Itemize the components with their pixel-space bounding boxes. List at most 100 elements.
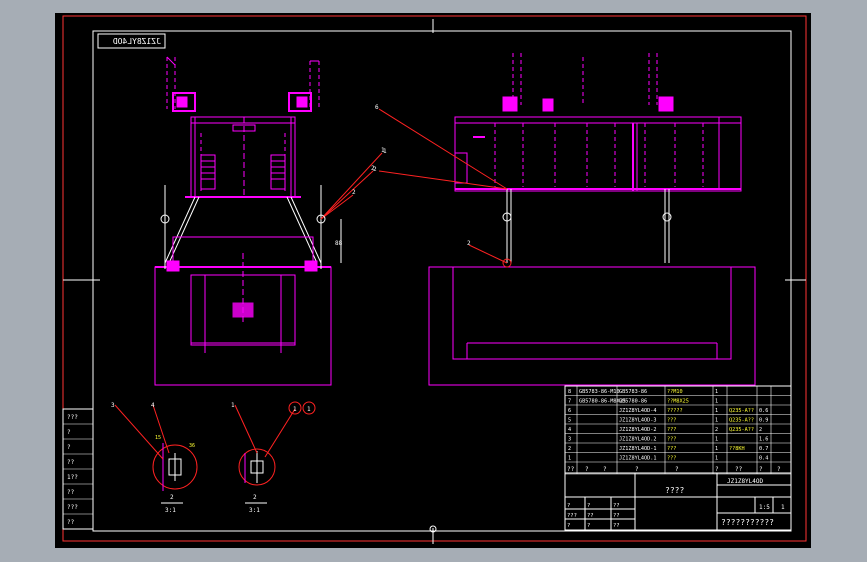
callout-front-2: 2 [371, 165, 375, 172]
detail-right-callout-1: 1 [231, 402, 235, 409]
detail-left-label: 2 [170, 494, 174, 501]
callout-side-2b: 2 [467, 240, 471, 247]
drawing-canvas[interactable]: JZ1Z8YL4OD [55, 13, 811, 548]
title-drawing-code: JZ1Z8YL4OD [727, 478, 764, 485]
detail-right-scale: 3:1 [249, 507, 260, 514]
bom-cell: 3 [568, 437, 571, 443]
detail-left-scale: 3:1 [165, 507, 176, 514]
front-view: 88 [154, 56, 343, 386]
detail-left-dim-15: 15 [155, 435, 161, 441]
detail-right-callout-1b: 1 [293, 406, 297, 413]
bom-cell: 5 [568, 418, 571, 424]
bom-cell: 6 [568, 408, 571, 414]
bom-cell: 1 [715, 408, 718, 414]
detail-left-callout-4: 4 [151, 402, 155, 409]
detail-right: 1 1 1 2 3:1 [231, 401, 316, 514]
bom-cell: JZ1Z8YL4OD-2 [619, 427, 656, 433]
side-view-callouts: 6 1 2 2 [373, 104, 672, 268]
bom-header-cell: ? [603, 466, 607, 473]
left-column-cell: ? [67, 444, 71, 451]
title-block: ???? JZ1Z8YL4OD 1:5 1 ??????????? ??????… [565, 472, 791, 530]
bom-cell: JZ1Z8YL4OD-4 [619, 408, 656, 414]
bom-header-cell: ?? [567, 466, 575, 473]
bom-cell: 1 [715, 389, 718, 395]
bom-cell: JZ1Z8YL4OD-1 [619, 446, 656, 452]
bom-cell: 2 [568, 446, 571, 452]
bom-header-cell: ? [585, 466, 589, 473]
bom-cell: GB5783-86-M10 [579, 389, 620, 395]
callout-side-1: 1 [383, 148, 387, 155]
title-block-label: ? [567, 523, 570, 529]
bom-cell: Q235-A?? [729, 418, 754, 424]
left-column-cell: ??? [67, 414, 78, 421]
callout-front-1: 1 [381, 147, 385, 154]
bom-cell: Q235-A?? [729, 427, 754, 433]
left-column-cell: 1?? [67, 474, 78, 481]
title-block-label: ?? [613, 513, 620, 519]
bom-cell: JZ1Z8YL4OD.2 [619, 437, 656, 443]
bom-header-cell: ?? [735, 466, 743, 473]
left-column-cell: ?? [67, 519, 75, 526]
bom-cell: GB5783-86 [619, 389, 647, 395]
detail-right-label: 2 [253, 494, 257, 501]
bom-cell: JZ1Z8YL4OD.1 [619, 456, 656, 462]
bom-cell: 0.9 [759, 418, 768, 424]
design-name: ???? [665, 486, 684, 495]
bom-cell: 0.7 [759, 446, 768, 452]
detail-left: 3 4 15 36 2 3:1 [111, 402, 198, 514]
bom-cell: ????? [667, 408, 683, 414]
bom-cell: ??? [667, 418, 676, 424]
left-column-cell: ? [67, 429, 71, 436]
bom-cell: 0.6 [759, 408, 768, 414]
title-block-label: ?? [587, 513, 594, 519]
left-column-cell: ?? [67, 459, 75, 466]
bom-header-cell: ? [777, 466, 781, 473]
detail-right-callout-1c: 1 [307, 406, 311, 413]
detail-left-callout-3: 3 [111, 402, 115, 409]
bom-cell: 8 [568, 389, 571, 395]
callout-side-6: 6 [375, 104, 379, 111]
bom-cell: 7 [568, 399, 571, 405]
bom-cell: 0.4 [759, 456, 768, 462]
bom-cell: ??? [667, 427, 676, 433]
bom-cell: 2 [715, 427, 718, 433]
bom-cell: ??? [667, 437, 676, 443]
bom-cell: 1 [715, 446, 718, 452]
bom-cell: 1.6 [759, 437, 768, 443]
left-column-cell: ?? [67, 489, 75, 496]
callout-side-2: 2 [373, 166, 377, 173]
drawing-code: JZ1Z8YL4OD [113, 37, 161, 46]
bom-cell: ??? [667, 456, 676, 462]
title-block-label: ?? [613, 523, 620, 529]
callout-front-3: 2 [352, 189, 356, 196]
bom-cell: 1 [568, 456, 571, 462]
drawing-code-stamp: JZ1Z8YL4OD [97, 33, 166, 49]
bom-cell: ??8KH [729, 446, 745, 452]
svg-text:88: 88 [335, 240, 343, 247]
bom-cell: JZ1Z8YL4OD-3 [619, 418, 656, 424]
bom-header-cell: ? [635, 466, 639, 473]
bom-cell: 1 [715, 437, 718, 443]
bom-cell: 1 [715, 456, 718, 462]
title-block-label: ? [567, 503, 570, 509]
title-block-label: ??? [567, 513, 577, 519]
front-view-callouts: 1 2 2 [160, 147, 385, 224]
bom-cell: 1 [715, 399, 718, 405]
left-column-cell: ??? [67, 504, 78, 511]
bom-cell: 2 [759, 427, 762, 433]
bom-cell: ??M8X25 [667, 399, 689, 405]
bom-cell: GB5780-86 [619, 399, 647, 405]
detail-left-dim-36: 36 [189, 443, 195, 449]
bom-header-cell: ? [715, 466, 719, 473]
bom-cell: ??? [667, 446, 676, 452]
left-column-box: ??????? 1????????? [62, 408, 94, 530]
bom-cell: 1 [715, 418, 718, 424]
bom-header-cell: ? [759, 466, 763, 473]
company-name: ??????????? [721, 518, 774, 527]
drawing-frame [62, 15, 807, 544]
cad-viewport[interactable]: JZ1Z8YL4OD [55, 13, 811, 548]
title-block-label: ?? [613, 503, 620, 509]
title-block-label: ? [587, 503, 590, 509]
bom-cell: ??M10 [667, 389, 683, 395]
